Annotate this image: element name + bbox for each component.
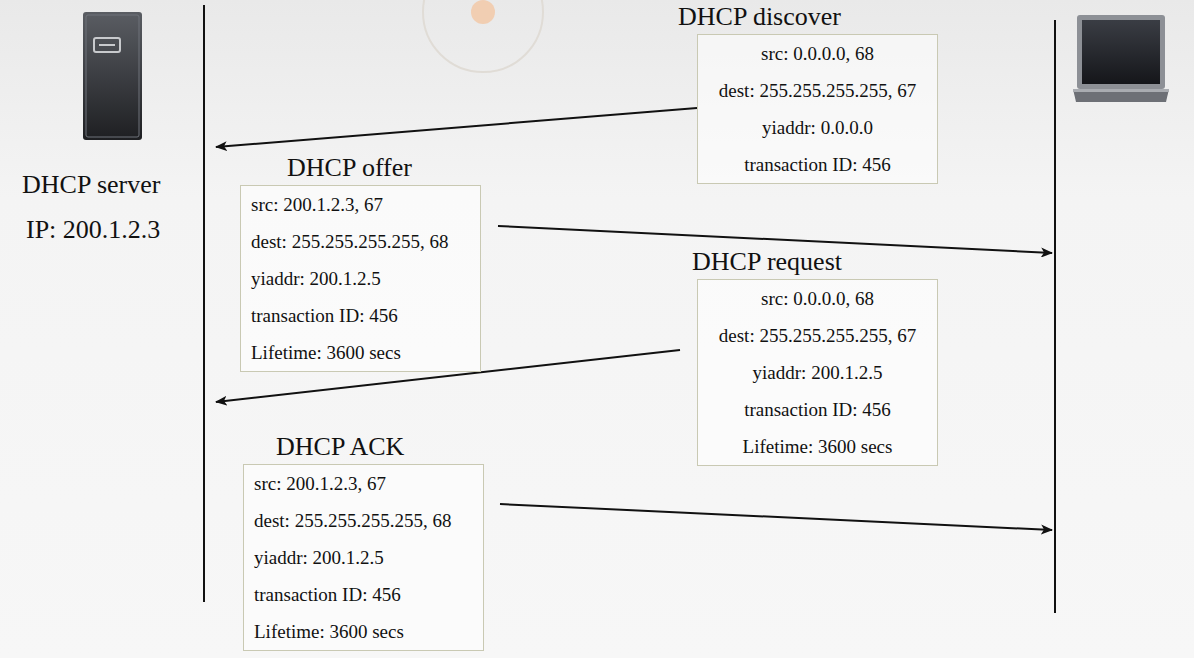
message-field: Lifetime: 3600 secs	[743, 428, 893, 465]
message-box: DHCP discoversrc: 0.0.0.0, 68dest: 255.2…	[697, 34, 938, 184]
message-field: src: 200.1.2.3, 67	[251, 186, 383, 223]
message-field: yiaddr: 200.1.2.5	[753, 354, 883, 391]
message-arrow	[500, 504, 1052, 530]
message-field: dest: 255.255.255.255, 68	[254, 502, 451, 539]
message-box: DHCP offersrc: 200.1.2.3, 67dest: 255.25…	[240, 185, 481, 372]
message-field: transaction ID: 456	[744, 391, 891, 428]
message-field: dest: 255.255.255.255, 67	[719, 72, 916, 109]
message-field: src: 0.0.0.0, 68	[761, 280, 874, 317]
message-field: transaction ID: 456	[744, 146, 891, 183]
message-box: DHCP ACKsrc: 200.1.2.3, 67dest: 255.255.…	[243, 464, 484, 651]
message-field: transaction ID: 456	[251, 297, 398, 334]
server-label: DHCP server	[22, 170, 160, 200]
client-lifeline	[1054, 20, 1056, 613]
message-field: src: 0.0.0.0, 68	[761, 35, 874, 72]
decor-dot	[471, 0, 495, 24]
server-label: IP: 200.1.2.3	[26, 215, 160, 245]
message-field: Lifetime: 3600 secs	[251, 334, 401, 371]
laptop-icon	[1073, 15, 1169, 102]
message-title: DHCP request	[692, 247, 842, 277]
message-title: DHCP offer	[287, 153, 412, 183]
decor-circle	[423, 0, 543, 72]
message-field: Lifetime: 3600 secs	[254, 613, 404, 650]
message-field: yiaddr: 0.0.0.0	[762, 109, 873, 146]
message-box: DHCP requestsrc: 0.0.0.0, 68dest: 255.25…	[697, 279, 938, 466]
message-field: dest: 255.255.255.255, 67	[719, 317, 916, 354]
message-title: DHCP ACK	[276, 432, 404, 462]
server-icon	[83, 12, 142, 140]
message-field: dest: 255.255.255.255, 68	[251, 223, 448, 260]
server-lifeline	[203, 5, 205, 602]
message-field: src: 200.1.2.3, 67	[254, 465, 386, 502]
message-title: DHCP discover	[678, 2, 841, 32]
message-field: transaction ID: 456	[254, 576, 401, 613]
message-field: yiaddr: 200.1.2.5	[251, 260, 381, 297]
message-arrow	[216, 108, 697, 147]
message-field: yiaddr: 200.1.2.5	[254, 539, 384, 576]
